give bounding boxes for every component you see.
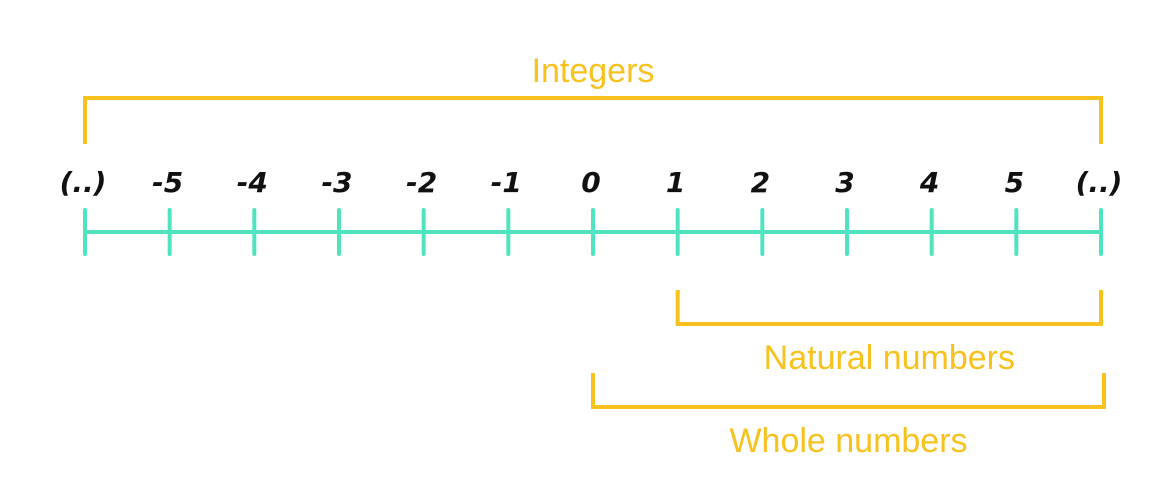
integers-label: Integers <box>532 52 655 90</box>
number-line-ticks <box>83 208 1103 256</box>
tick-label: -5 <box>152 166 183 199</box>
tick-label: (..) <box>60 166 107 199</box>
natural-numbers-label: Natural numbers <box>764 339 1015 377</box>
tick-label: -3 <box>321 166 352 199</box>
tick-label: -1 <box>491 166 522 199</box>
tick-labels: (..) -5 -4 -3 -2 -1 0 1 2 3 4 5 (..) <box>60 166 1123 199</box>
natural-numbers-bracket <box>675 290 1103 326</box>
integers-bracket <box>83 96 1103 144</box>
tick-label: 4 <box>919 166 939 199</box>
tick-label: 5 <box>1005 166 1024 199</box>
whole-numbers-label: Whole numbers <box>729 422 967 460</box>
whole-numbers-bracket <box>591 373 1106 409</box>
tick-label: 1 <box>666 166 685 199</box>
tick-label: 0 <box>581 166 600 199</box>
tick-label: 2 <box>751 166 770 199</box>
tick-label: -2 <box>406 166 437 199</box>
tick-label: 3 <box>835 166 854 199</box>
tick-label: (..) <box>1076 166 1123 199</box>
set-brackets <box>83 96 1106 409</box>
tick-label: -4 <box>237 166 268 199</box>
